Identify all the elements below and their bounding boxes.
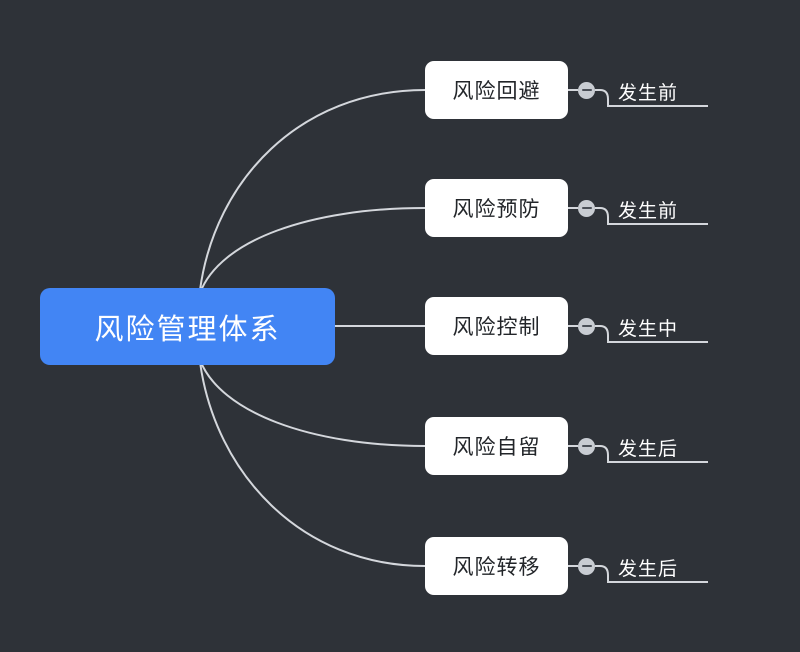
root-node-label: 风险管理体系	[94, 313, 281, 346]
minus-circle-icon[interactable]	[578, 437, 595, 455]
branch-node-3-label: 风险控制	[452, 316, 541, 339]
branch-node-5[interactable]: 风险转移	[425, 537, 568, 595]
minus-circle-icon[interactable]	[578, 317, 595, 335]
leaf-label-4[interactable]: 发生后	[618, 439, 679, 460]
minus-circle-icon[interactable]	[578, 199, 595, 217]
minus-circle-icon[interactable]	[578, 81, 595, 99]
root-node[interactable]: 风险管理体系	[40, 288, 335, 365]
leaf-label-3[interactable]: 发生中	[618, 319, 679, 340]
minus-circle-icon[interactable]	[578, 557, 595, 575]
leaf-label-5[interactable]: 发生后	[618, 559, 679, 580]
branch-node-4[interactable]: 风险自留	[425, 417, 568, 475]
branch-node-1-label: 风险回避	[452, 80, 541, 103]
branch-node-3[interactable]: 风险控制	[425, 297, 568, 355]
branch-node-1[interactable]: 风险回避	[425, 61, 568, 119]
leaf-label-2[interactable]: 发生前	[618, 201, 679, 222]
branch-node-5-label: 风险转移	[452, 556, 541, 579]
leaf-label-1[interactable]: 发生前	[618, 83, 679, 104]
branch-node-4-label: 风险自留	[452, 436, 541, 459]
branch-node-2[interactable]: 风险预防	[425, 179, 568, 237]
branch-node-2-label: 风险预防	[452, 198, 541, 221]
